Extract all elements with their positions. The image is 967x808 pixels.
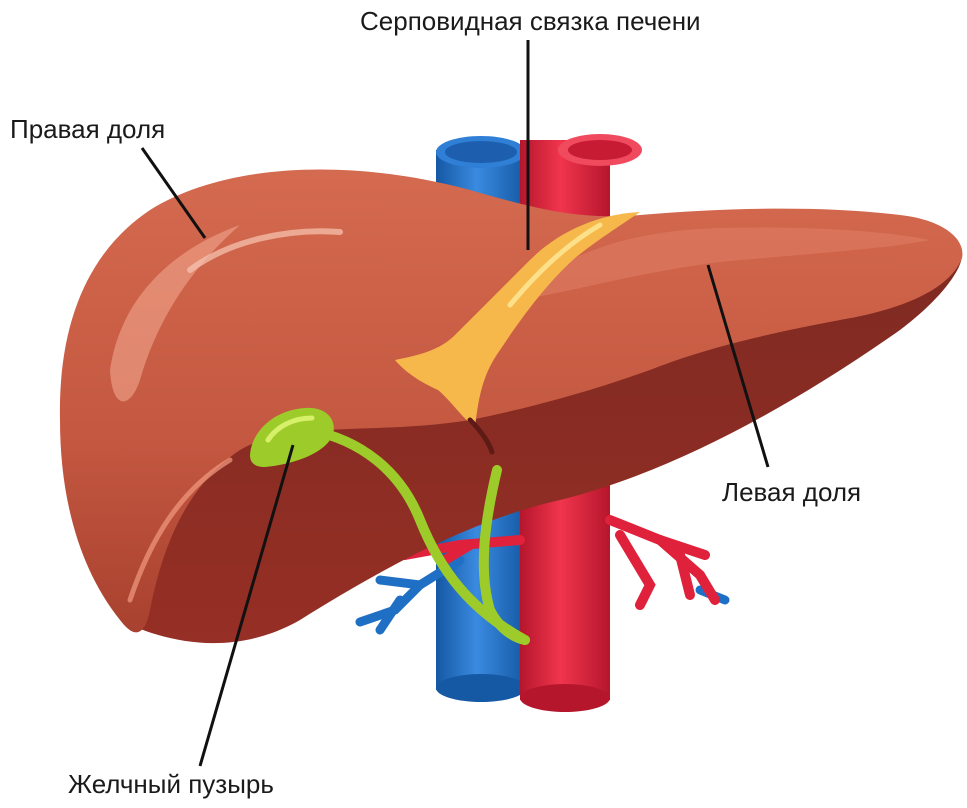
label-right-lobe: Правая доля (10, 116, 165, 142)
label-falciform-ligament: Серповидная связка печени (360, 8, 701, 34)
label-gallbladder: Желчный пузырь (68, 771, 274, 797)
label-left-lobe: Левая доля (722, 479, 861, 505)
